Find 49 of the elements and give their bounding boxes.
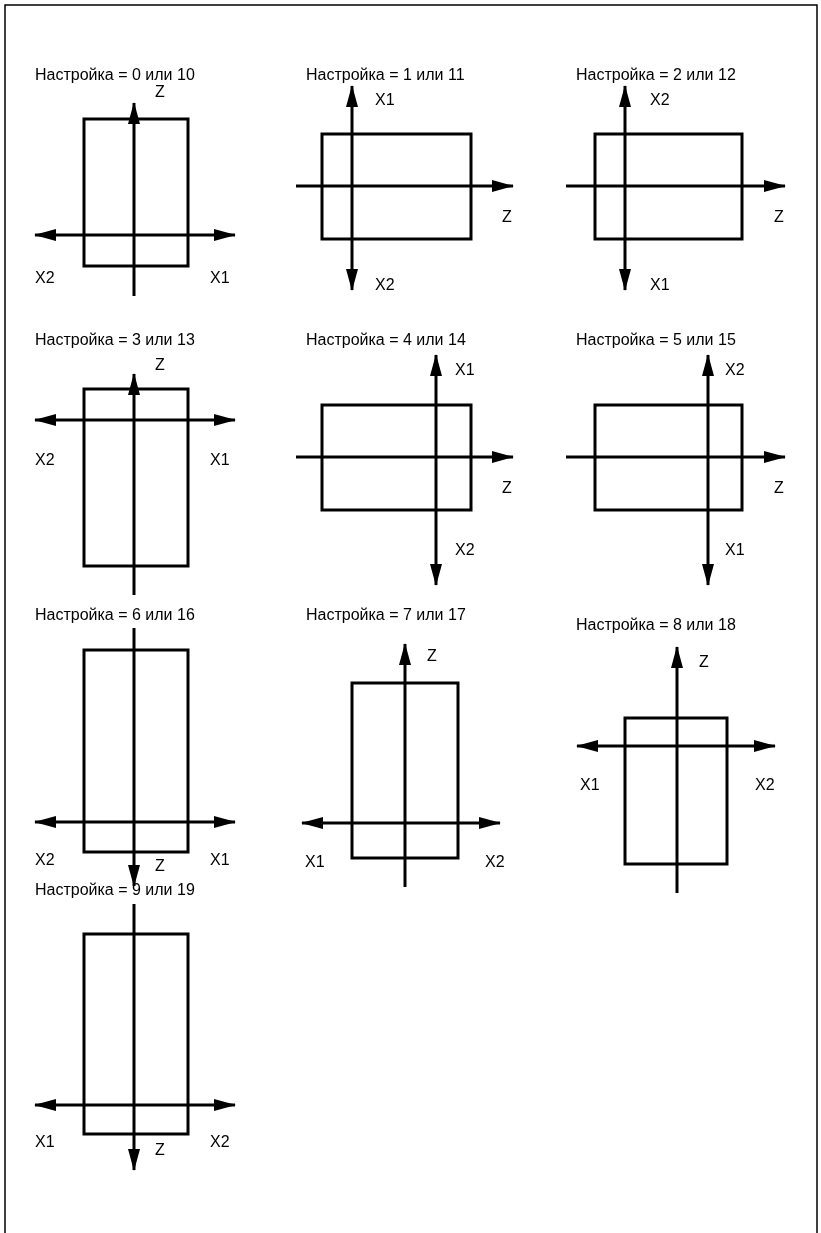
setting-title: Настройка = 7 или 17	[306, 607, 466, 623]
axis-label: Z	[427, 648, 437, 664]
setting-title: Настройка = 5 или 15	[576, 332, 736, 348]
setting-title: Настройка = 0 или 10	[35, 67, 195, 83]
workpiece-rectangle	[350, 681, 460, 860]
setting-title: Настройка = 8 или 18	[576, 617, 736, 633]
setting-title: Настройка = 1 или 11	[306, 67, 465, 83]
axis-label: X1	[210, 452, 230, 468]
axis-label: Z	[502, 209, 512, 225]
workpiece-rectangle	[82, 117, 190, 268]
axis-label: X2	[650, 92, 670, 108]
workpiece-rectangle	[320, 403, 473, 512]
axis-label: Z	[155, 1142, 165, 1158]
workpiece-rectangle	[320, 132, 473, 241]
workpiece-rectangle	[82, 648, 190, 854]
workpiece-rectangle	[82, 932, 190, 1136]
setting-title: Настройка = 6 или 16	[35, 607, 195, 623]
axis-label: X1	[35, 1134, 55, 1150]
setting-title: Настройка = 2 или 12	[576, 67, 736, 83]
axis-label: X1	[305, 854, 325, 870]
axis-label: Z	[774, 480, 784, 496]
axis-label: X1	[580, 777, 600, 793]
workpiece-rectangle	[82, 387, 190, 568]
axis-label: X1	[210, 270, 230, 286]
axis-label: X2	[485, 854, 505, 870]
axis-label: Z	[155, 858, 165, 874]
axis-label: X2	[455, 542, 475, 558]
setting-title: Настройка = 4 или 14	[306, 332, 466, 348]
axis-label: X1	[725, 542, 745, 558]
axis-label: X2	[35, 452, 55, 468]
setting-title: Настройка = 3 или 13	[35, 332, 195, 348]
workpiece-rectangle	[623, 716, 729, 866]
axis-label: X2	[35, 270, 55, 286]
axis-label: X1	[375, 92, 395, 108]
axis-label: Z	[774, 209, 784, 225]
axis-label: X2	[725, 362, 745, 378]
axis-label: Z	[502, 480, 512, 496]
axis-label: X1	[455, 362, 475, 378]
axis-label: X1	[650, 277, 670, 293]
axis-label: X2	[375, 277, 395, 293]
axis-label: Z	[699, 654, 709, 670]
axis-label: X1	[210, 852, 230, 868]
axis-label: Z	[155, 84, 165, 100]
workpiece-rectangle	[593, 403, 744, 512]
axis-label: X2	[755, 777, 775, 793]
workpiece-rectangle	[593, 132, 744, 241]
axis-label: X2	[210, 1134, 230, 1150]
axis-label: X2	[35, 852, 55, 868]
axis-label: Z	[155, 357, 165, 373]
